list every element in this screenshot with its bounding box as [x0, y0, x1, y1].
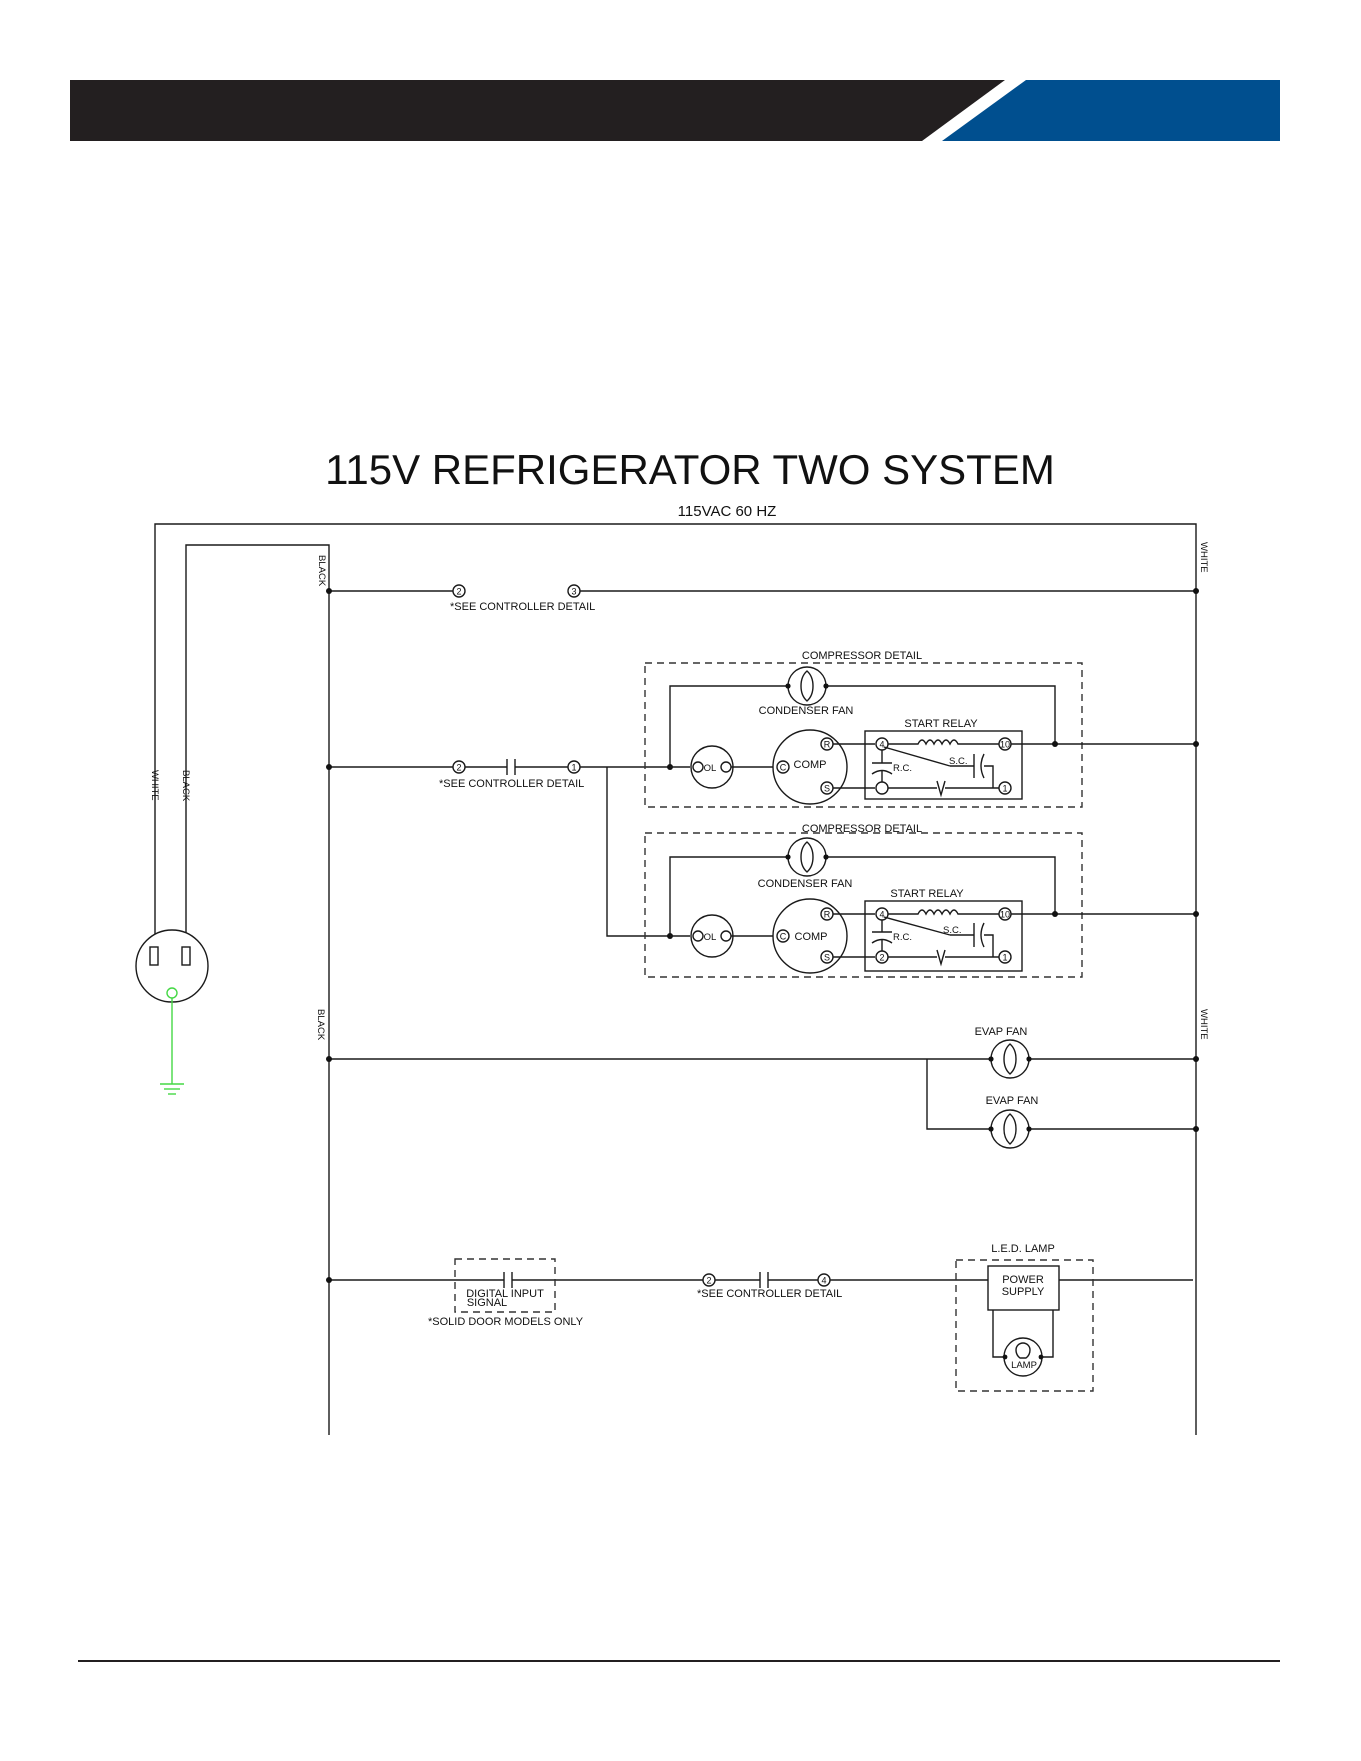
supply-label: 115VAC 60 HZ [678, 503, 777, 520]
relay-2-sc: S.C. [943, 925, 961, 936]
comp-1-r: R [824, 740, 831, 750]
relay-1-t10: 10 [1000, 740, 1010, 750]
condenser-fan-2-label: CONDENSER FAN [758, 878, 853, 890]
cord-white-label: WHITE [149, 770, 160, 801]
terminal-3-top: 3 [571, 587, 576, 597]
comp-2-s: S [824, 953, 830, 963]
rung-led-lamp: DIGITAL INPUT SIGNAL *SOLID DOOR MODELS … [326, 1243, 1193, 1392]
controller-note-2: *SEE CONTROLLER DETAIL [439, 778, 584, 790]
plug [135, 929, 209, 1003]
compressor-detail-2-title: COMPRESSOR DETAIL [802, 823, 922, 835]
relay-1-t1: 1 [1002, 784, 1007, 794]
rung-evap-fans: EVAP FAN EVAP FAN [326, 1026, 1199, 1149]
terminal-2-bottom: 2 [706, 1276, 711, 1286]
power-supply-line2: SUPPLY [1002, 1286, 1045, 1298]
compressor-detail-1: COMPRESSOR DETAIL CONDENSER FAN OL C COM… [644, 650, 1199, 808]
overload-1-label: OL [704, 763, 717, 774]
evap-fan-1-label: EVAP FAN [975, 1026, 1028, 1038]
rail-black-label-top: BLACK [316, 555, 327, 587]
solid-door-note: *SOLID DOOR MODELS ONLY [428, 1316, 584, 1328]
terminal-4-bottom: 4 [821, 1276, 826, 1286]
compressor-detail-1-title: COMPRESSOR DETAIL [802, 650, 922, 662]
power-supply-line1: POWER [1002, 1274, 1044, 1286]
condenser-fan-2 [784, 837, 830, 877]
comp-2-label: COMP [795, 931, 828, 943]
evap-fan-2-label: EVAP FAN [986, 1095, 1039, 1107]
rail-white-label-mid: WHITE [1198, 1009, 1209, 1040]
diagram-title: 115V REFRIGERATOR TWO SYSTEM [325, 446, 1055, 493]
relay-2-t1: 1 [1002, 953, 1007, 963]
relay-2-rc: R.C. [893, 932, 912, 943]
relay-2-t4: 4 [879, 910, 884, 920]
header-banner [70, 80, 1280, 141]
lamp-label: LAMP [1011, 1360, 1037, 1371]
rail-black-label-mid: BLACK [315, 1009, 326, 1041]
controller-note-3: *SEE CONTROLLER DETAIL [697, 1288, 842, 1300]
start-relay-2-label: START RELAY [890, 888, 964, 900]
evap-fan-1 [987, 1039, 1033, 1079]
relay-2-t2: 2 [879, 953, 884, 963]
rail-white-label-top: WHITE [1198, 542, 1209, 573]
comp-1-label: COMP [794, 759, 827, 771]
rung-controller-supply: 2 3 *SEE CONTROLLER DETAIL [326, 584, 1199, 613]
terminal-2-mid: 2 [456, 763, 461, 773]
cord-black-label: BLACK [180, 770, 191, 802]
controller-note-1: *SEE CONTROLLER DETAIL [450, 601, 595, 613]
relay-1-rc: R.C. [893, 763, 912, 774]
compressor-detail-2: COMPRESSOR DETAIL CONDENSER FAN OL C COM… [644, 823, 1199, 978]
comp-1-s: S [824, 784, 830, 794]
comp-2-r: R [824, 910, 831, 920]
digital-input-line1: DIGITAL INPUT [466, 1288, 544, 1300]
evap-fan-2 [987, 1109, 1033, 1149]
overload-2-label: OL [704, 932, 717, 943]
comp-1-c: C [780, 763, 787, 773]
condenser-fan-1-label: CONDENSER FAN [759, 705, 854, 717]
relay-2-t10: 10 [1000, 910, 1010, 920]
terminal-1-mid: 1 [571, 763, 576, 773]
comp-2-c: C [780, 932, 787, 942]
rung-compressors: 2 1 *SEE CONTROLLER DETAIL [326, 759, 668, 937]
condenser-fan-1 [784, 666, 830, 706]
start-relay-1-label: START RELAY [904, 718, 978, 730]
ground [160, 987, 184, 1095]
led-lamp-title: L.E.D. LAMP [991, 1243, 1055, 1255]
terminal-2-top: 2 [456, 587, 461, 597]
relay-1-sc: S.C. [949, 756, 967, 767]
digital-input-line2: SIGNAL [467, 1297, 507, 1309]
relay-1-t4: 4 [879, 740, 884, 750]
power-cord: WHITE BLACK [149, 523, 1197, 1435]
